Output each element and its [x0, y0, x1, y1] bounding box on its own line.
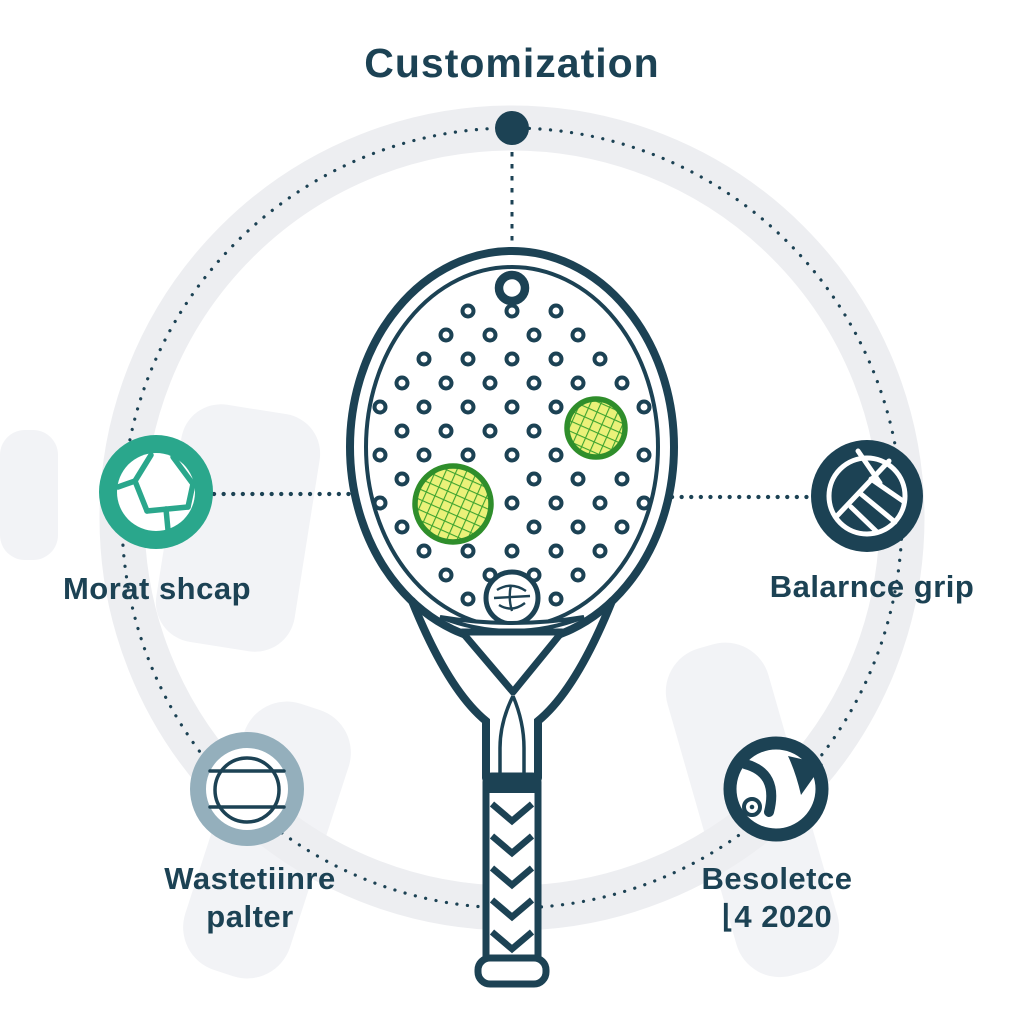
racket-hole	[416, 399, 432, 415]
racket-hole	[416, 543, 432, 559]
racket-hole	[548, 303, 564, 319]
swoosh-ball-icon	[723, 736, 829, 842]
label-bottom-right-node: Besoletce ⌊4 2020	[702, 860, 853, 936]
racket-hole	[394, 423, 410, 439]
racket-hole	[394, 519, 410, 535]
racket-hole	[526, 471, 542, 487]
racket-hole	[504, 447, 520, 463]
tennis-ball	[412, 463, 494, 545]
hole-pattern	[372, 303, 652, 607]
racket-hole	[592, 495, 608, 511]
racket-hole	[438, 327, 454, 343]
racket-hole	[636, 495, 652, 511]
racket-hole	[614, 375, 630, 391]
racket-hole	[570, 327, 586, 343]
racket-hole	[548, 399, 564, 415]
drum-circle-icon	[190, 732, 304, 846]
racket-hole	[438, 423, 454, 439]
racket-hole	[482, 327, 498, 343]
racket-hole	[416, 351, 432, 367]
racket-hole	[416, 447, 432, 463]
racket-hole	[548, 543, 564, 559]
racket-hole	[504, 399, 520, 415]
racket-hole	[526, 327, 542, 343]
racket-hole	[526, 375, 542, 391]
tennis-ball	[564, 396, 628, 460]
racket-hole	[570, 375, 586, 391]
racket-hole	[460, 591, 476, 607]
grip-chevrons	[489, 801, 535, 954]
racket-hole	[614, 519, 630, 535]
head-top-hole	[494, 270, 530, 306]
handle-butt-cap	[474, 954, 550, 988]
racket-hole	[592, 543, 608, 559]
label-bottom-right-line1: Besoletce	[701, 861, 853, 896]
racket-hole	[548, 351, 564, 367]
label-bottom-left-node: Wastetiinre palter	[164, 860, 335, 936]
tennis-balls	[412, 396, 628, 545]
racket-hole	[372, 495, 388, 511]
label-bottom-left-line1: Wastetiinre	[164, 861, 336, 896]
racket-hole	[394, 375, 410, 391]
racket-hole	[460, 399, 476, 415]
racket-hole	[526, 423, 542, 439]
racket-hole	[504, 495, 520, 511]
label-right-node: Balarnce grip	[769, 569, 975, 604]
racket-hole	[570, 567, 586, 583]
racket-hole	[460, 303, 476, 319]
top-node-dot	[495, 111, 529, 145]
racket-hole	[460, 447, 476, 463]
racket-hole	[504, 351, 520, 367]
label-bottom-left-line2: palter	[206, 899, 294, 934]
faceted-ball-icon	[99, 435, 213, 549]
racket-hole	[504, 303, 520, 319]
racket-hole	[526, 519, 542, 535]
padel-racket-illustration	[346, 247, 678, 988]
racket-hole	[548, 447, 564, 463]
racket-throat	[408, 597, 616, 782]
volleyball-icon	[811, 440, 923, 552]
racket-hole	[482, 375, 498, 391]
label-left-node: Morat shcap	[62, 571, 252, 606]
racket-hole	[438, 567, 454, 583]
racket-hole	[394, 471, 410, 487]
racket-hole	[614, 471, 630, 487]
racket-hole	[636, 447, 652, 463]
racket-hole	[636, 399, 652, 415]
racket-hole	[504, 543, 520, 559]
brand-emblem	[483, 569, 541, 627]
racket-handle	[474, 772, 550, 988]
racket-hole	[548, 591, 564, 607]
racket-hole	[460, 543, 476, 559]
racket-hole	[548, 495, 564, 511]
racket-hole	[592, 351, 608, 367]
racket-hole	[570, 519, 586, 535]
diagram-title: Customization	[364, 40, 660, 86]
racket-hole	[372, 399, 388, 415]
racket-hole	[570, 471, 586, 487]
racket-hole	[482, 423, 498, 439]
throat-triangle-cutout	[458, 628, 566, 696]
racket-hole	[438, 375, 454, 391]
racket-hole	[372, 447, 388, 463]
label-bottom-right-line2: ⌊4 2020	[721, 899, 833, 934]
racket-hole	[460, 351, 476, 367]
